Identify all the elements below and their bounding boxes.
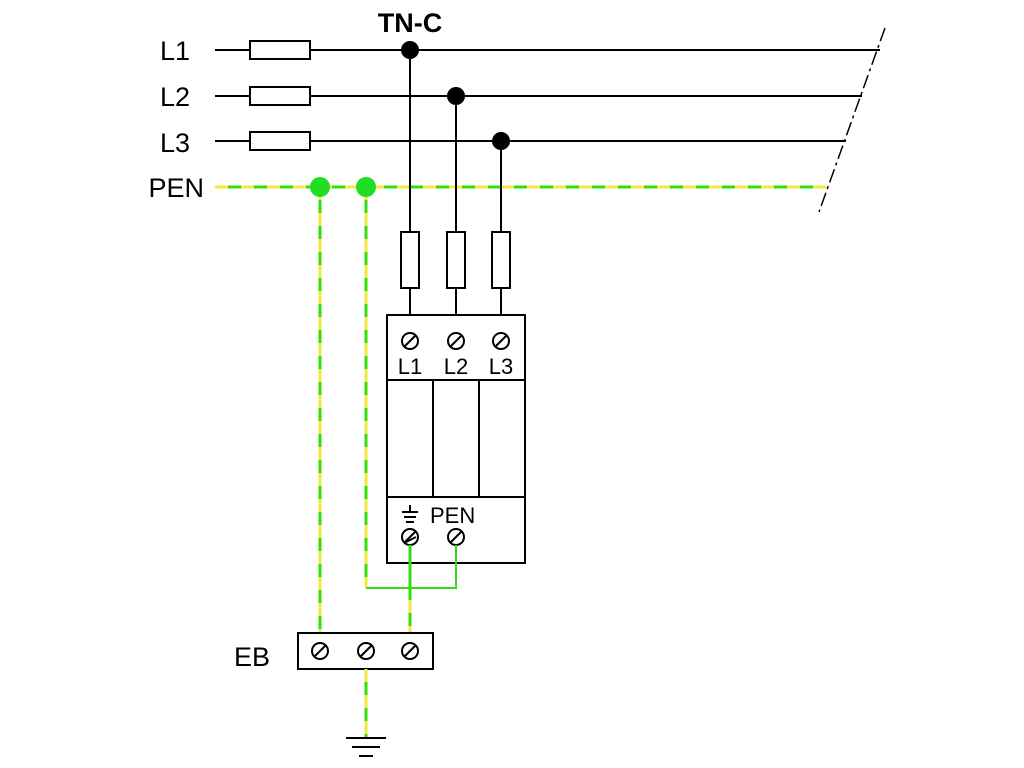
earth-icon — [402, 505, 418, 523]
ground-icon — [346, 737, 386, 757]
fuse-l1 — [249, 40, 311, 60]
phase-conductor-l3 — [215, 131, 846, 151]
pen-drop-to-spd — [364, 187, 457, 589]
bus-label-l1: L1 — [160, 36, 190, 66]
surge-protective-device: L1 L2 L3 PEN — [386, 314, 526, 564]
spd-fuse-l3 — [491, 231, 511, 289]
spd-terminal-earth — [401, 528, 419, 546]
phase-conductor-l1 — [215, 40, 880, 60]
busbar-break-line — [818, 27, 886, 213]
phase-conductor-l2 — [215, 86, 862, 106]
bus-label-l3: L3 — [160, 128, 190, 158]
spd-terminal-label-l1: L1 — [398, 354, 422, 379]
spd-fuse-l2 — [446, 231, 466, 289]
eb-terminal-3 — [401, 642, 419, 660]
earthing-busbar — [297, 632, 434, 670]
spd-terminal-label-l2: L2 — [444, 354, 468, 379]
diagram-title: TN-C — [378, 8, 442, 38]
tap-l2 — [446, 96, 466, 333]
junction-dot-l1 — [401, 41, 419, 59]
spd-terminal-l3 — [492, 332, 510, 350]
tap-l1 — [400, 50, 420, 333]
fuse-l3 — [249, 131, 311, 151]
spd-terminal-l2 — [447, 332, 465, 350]
pen-junction-dot-2 — [356, 177, 376, 197]
bus-label-l2: L2 — [160, 82, 190, 112]
spd-terminal-l1 — [401, 332, 419, 350]
eb-terminal-2 — [357, 642, 375, 660]
bus-label-pen: PEN — [148, 173, 204, 203]
eb-label: EB — [234, 642, 270, 672]
pen-junction-dot-1 — [310, 177, 330, 197]
junction-dot-l2 — [447, 87, 465, 105]
spd-pen-label: PEN — [430, 503, 475, 528]
tap-l3 — [491, 141, 511, 333]
spd-terminal-pen — [447, 528, 465, 546]
spd-terminal-label-l3: L3 — [489, 354, 513, 379]
junction-dot-l3 — [492, 132, 510, 150]
fuse-l2 — [249, 86, 311, 106]
eb-terminal-1 — [311, 642, 329, 660]
spd-fuse-l1 — [400, 231, 420, 289]
